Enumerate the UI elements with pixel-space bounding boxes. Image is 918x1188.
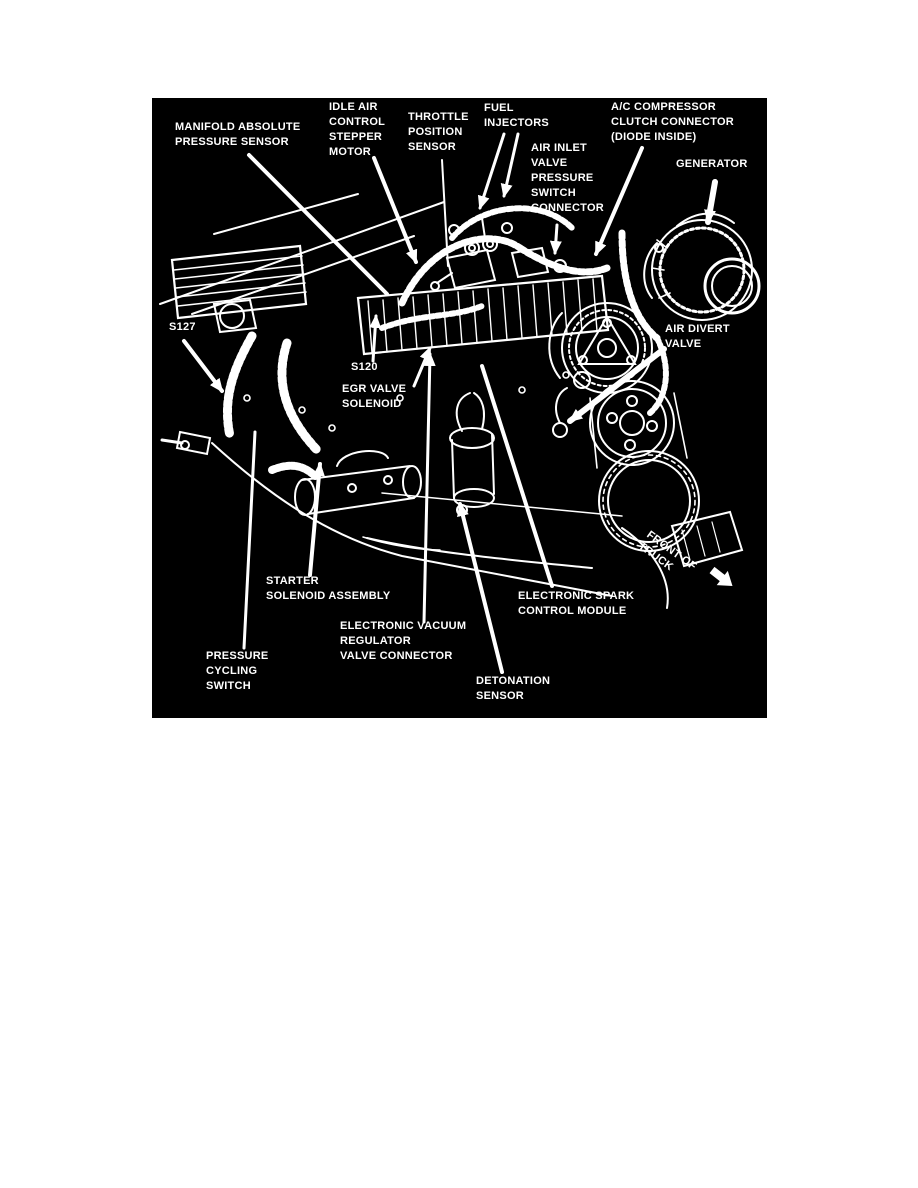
finned-core xyxy=(170,244,308,334)
engine-line-art xyxy=(159,132,761,674)
leader-fuel-injector-2 xyxy=(500,132,520,198)
engine-drawing xyxy=(159,193,761,609)
leader-idle-air-control-stepper-motor xyxy=(372,156,418,264)
leader-air-divert-valve xyxy=(567,346,667,424)
engine-component-diagram: MANIFOLD ABSOLUTE PRESSURE SENSOR IDLE A… xyxy=(152,98,767,718)
label-electronic-spark-control-module: ELECTRONIC SPARK CONTROL MODULE xyxy=(518,590,635,617)
label-s127: S127 xyxy=(169,321,196,333)
label-detonation-sensor: DETONATION SENSOR xyxy=(476,675,551,702)
label-air-inlet-valve-pressure-switch-connector: AIR INLET VALVE PRESSURE SWITCH CONNECTO… xyxy=(531,142,604,214)
throttle-body-assembly xyxy=(430,217,567,291)
misc-bolts xyxy=(243,371,570,432)
leader-pressure-cycling-switch xyxy=(242,430,257,650)
label-pressure-cycling-switch: PRESSURE CYCLING SWITCH xyxy=(206,650,269,692)
valve-cover xyxy=(356,274,610,356)
leader-ac-compressor-clutch-connector xyxy=(594,146,644,256)
leader-fuel-injector-1 xyxy=(477,132,506,210)
leader-lines xyxy=(182,132,718,674)
label-starter-solenoid-assembly: STARTER SOLENOID ASSEMBLY xyxy=(266,575,391,602)
leader-air-inlet-valve-pressure-switch-connector xyxy=(549,223,562,255)
generator-drawing xyxy=(643,212,761,321)
leader-electronic-spark-control-module xyxy=(480,364,554,588)
leader-egr-valve-solenoid xyxy=(412,346,432,388)
label-idle-air-control-stepper-motor: IDLE AIR CONTROL STEPPER MOTOR xyxy=(329,101,386,158)
leader-detonation-sensor xyxy=(457,502,504,674)
leader-throttle-position-sensor xyxy=(441,159,449,267)
label-egr-valve-solenoid: EGR VALVE SOLENOID xyxy=(342,383,407,410)
s127-connector-part xyxy=(160,430,212,456)
starter-motor-drawing xyxy=(294,450,422,516)
wiring-harness xyxy=(379,205,669,416)
leader-starter-solenoid-assembly xyxy=(308,462,325,577)
front-of-truck-arrow-icon xyxy=(709,566,733,587)
label-fuel-injectors: FUEL INJECTORS xyxy=(484,102,550,129)
leader-manifold-absolute-pressure-sensor xyxy=(247,153,389,296)
label-generator: GENERATOR xyxy=(676,158,748,170)
leader-s127 xyxy=(182,339,224,393)
label-ac-compressor-clutch-connector: A/C COMPRESSOR CLUTCH CONNECTOR (DIODE I… xyxy=(611,101,734,143)
label-throttle-position-sensor: THROTTLE POSITION SENSOR xyxy=(408,111,469,153)
label-s120: S120 xyxy=(351,361,378,373)
label-air-divert-valve: AIR DIVERT VALVE xyxy=(665,323,730,350)
label-manifold-absolute-pressure-sensor: MANIFOLD ABSOLUTE PRESSURE SENSOR xyxy=(175,121,301,148)
distributor-drawing xyxy=(449,392,495,516)
hoses-left xyxy=(223,331,322,480)
cowl-lines xyxy=(159,193,445,315)
label-electronic-vacuum-regulator-valve-connector: ELECTRONIC VACUUM REGULATOR VALVE CONNEC… xyxy=(340,620,467,662)
leader-s120 xyxy=(369,314,382,363)
leader-electronic-vacuum-regulator-valve-connector xyxy=(422,352,436,624)
leader-generator xyxy=(704,179,718,225)
